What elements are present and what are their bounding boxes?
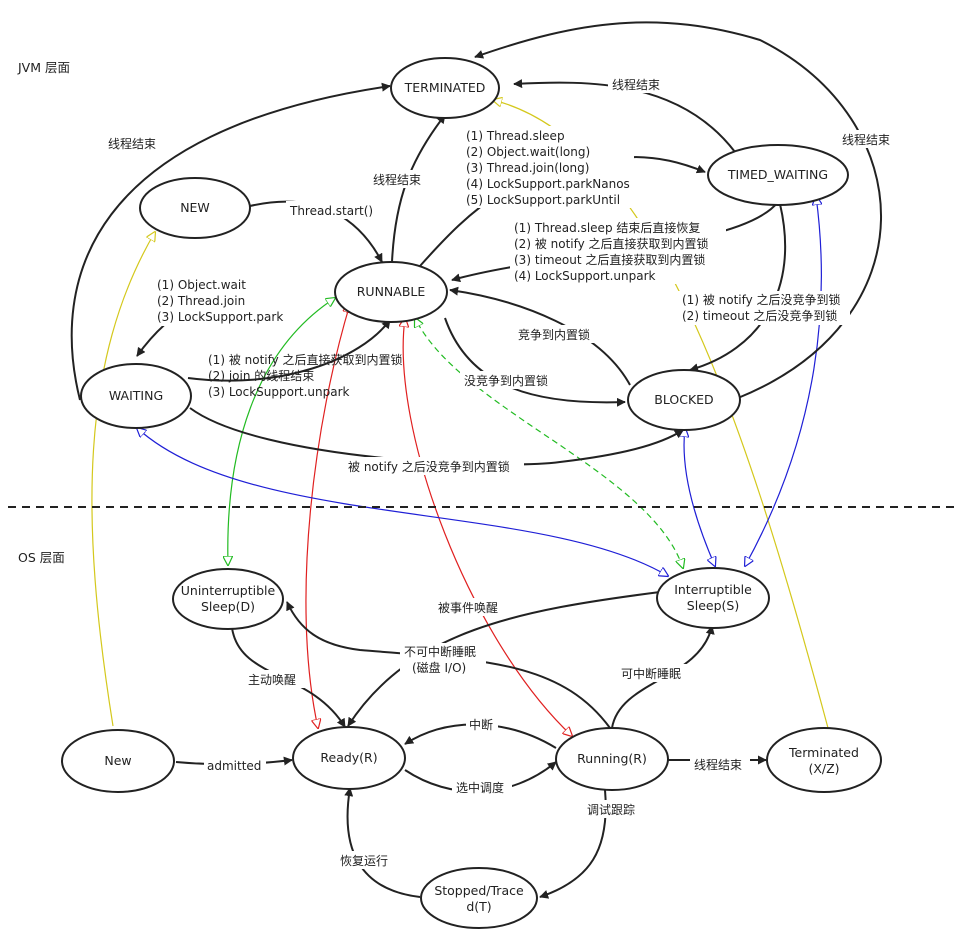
blue-edges <box>137 196 821 576</box>
label-to-timed-waiting-2: (2) Object.wait(long) <box>466 145 590 159</box>
label-waiting-runnable-1: (1) 被 notify 之后直接获取到内置锁 <box>208 352 403 367</box>
label-to-timed-waiting-3: (3) Thread.join(long) <box>466 161 589 175</box>
state-stopped: Stopped/Trace d(T) <box>420 867 538 929</box>
svg-text:WAITING: WAITING <box>109 388 163 403</box>
label-timed-runnable-2: (2) 被 notify 之后直接获取到内置锁 <box>514 236 709 251</box>
state-new: NEW <box>139 177 251 239</box>
green-edges <box>228 298 683 568</box>
label-timed-runnable-4: (4) LockSupport.unpark <box>514 269 656 283</box>
edge-waiting-runnable <box>187 319 391 382</box>
svg-text:TERMINATED: TERMINATED <box>404 80 486 95</box>
edge-timed-waiting-interruptible <box>745 196 821 566</box>
svg-text:BLOCKED: BLOCKED <box>654 392 713 407</box>
os-edges <box>175 591 767 899</box>
state-waiting: WAITING <box>80 363 192 429</box>
svg-text:NEW: NEW <box>180 200 210 215</box>
edge-waiting-terminated <box>70 82 391 401</box>
svg-text:Stopped/Trace: Stopped/Trace <box>434 883 524 898</box>
label-to-waiting-1: (1) Object.wait <box>157 278 246 292</box>
label-woken-by-event: 被事件唤醒 <box>438 601 498 615</box>
svg-text:TIMED_WAITING: TIMED_WAITING <box>727 167 828 182</box>
label-timed-runnable-1: (1) Thread.sleep 结束后直接恢复 <box>514 220 700 235</box>
label-admitted: admitted <box>207 759 261 773</box>
label-compete-lock: 竞争到内置锁 <box>518 327 590 342</box>
label-interruptible-sleep: 可中断睡眠 <box>621 666 681 681</box>
label-waiting-runnable-2: (2) join 的线程结束 <box>208 368 314 383</box>
label-thread-start: Thread.start() <box>289 204 373 218</box>
label-waiting-runnable-3: (3) LockSupport.unpark <box>208 385 350 399</box>
svg-text:Uninterruptible: Uninterruptible <box>181 583 276 598</box>
label-blocked-terminated: 线程结束 <box>842 132 890 147</box>
edge-stopped-ready <box>344 787 421 898</box>
label-schedule: 选中调度 <box>456 780 504 795</box>
edge-interruptible-ready <box>347 591 661 727</box>
label-to-timed-waiting-1: (1) Thread.sleep <box>466 129 565 143</box>
label-to-waiting-2: (2) Thread.join <box>157 294 245 308</box>
label-timed-runnable-3: (3) timeout 之后直接获取到内置锁 <box>514 252 705 267</box>
svg-text:Running(R): Running(R) <box>577 751 647 766</box>
edge-runnable-interruptible <box>415 318 683 568</box>
state-terminated: TERMINATED <box>390 57 500 119</box>
state-timed-waiting: TIMED_WAITING <box>707 144 849 206</box>
label-timed-blocked-2: (2) timeout 之后没竞争到锁 <box>682 308 837 323</box>
label-active-wake: 主动唤醒 <box>248 673 296 687</box>
label-waiting-blocked: 被 notify 之后没竞争到内置锁 <box>348 459 510 474</box>
edge-labels: 线程结束 线程结束 线程结束 线程结束 Thread.start() (1) T… <box>104 75 898 869</box>
svg-text:Sleep(D): Sleep(D) <box>201 599 255 614</box>
edge-os-new-to-new <box>91 232 155 727</box>
label-to-timed-waiting-4: (4) LockSupport.parkNanos <box>466 177 630 191</box>
label-uninterruptible-sleep-1: 不可中断睡眠 <box>404 644 476 659</box>
state-os-terminated: Terminated (X/Z) <box>766 727 882 793</box>
state-blocked: BLOCKED <box>627 369 741 431</box>
state-running: Running(R) <box>555 727 669 791</box>
label-timed-terminated: 线程结束 <box>612 77 660 92</box>
svg-text:Ready(R): Ready(R) <box>320 750 377 765</box>
edge-waiting-interruptible <box>137 428 668 576</box>
label-timed-blocked-1: (1) 被 notify 之后没竞争到锁 <box>682 292 841 307</box>
svg-text:New: New <box>104 753 131 768</box>
svg-text:d(T): d(T) <box>466 899 491 914</box>
state-interruptible: Interruptible Sleep(S) <box>656 567 770 629</box>
svg-text:(X/Z): (X/Z) <box>808 761 839 776</box>
label-resume: 恢复运行 <box>340 854 388 868</box>
svg-text:Terminated: Terminated <box>788 745 859 760</box>
svg-text:RUNNABLE: RUNNABLE <box>357 284 426 299</box>
state-os-new: New <box>61 729 175 793</box>
svg-text:Sleep(S): Sleep(S) <box>687 598 739 613</box>
edge-blocked-runnable <box>449 286 631 386</box>
label-os-thread-end: 线程结束 <box>694 757 742 772</box>
jvm-layer-label: JVM 层面 <box>17 60 70 75</box>
state-uninterruptible: Uninterruptible Sleep(D) <box>172 568 284 630</box>
label-to-waiting-3: (3) LockSupport.park <box>157 310 283 324</box>
state-runnable: RUNNABLE <box>334 261 448 323</box>
label-uninterruptible-sleep-2: (磁盘 I/O) <box>412 660 466 675</box>
label-runnable-terminated: 线程结束 <box>373 172 421 187</box>
edge-waiting-blocked <box>189 407 684 466</box>
label-waiting-terminated: 线程结束 <box>108 136 156 151</box>
svg-text:Interruptible: Interruptible <box>674 582 752 597</box>
edge-blocked-terminated <box>474 21 882 399</box>
label-to-timed-waiting-5: (5) LockSupport.parkUntil <box>466 193 620 207</box>
edge-runnable-uninterruptible <box>228 298 335 565</box>
label-debug-trace: 调试跟踪 <box>587 802 635 817</box>
edge-blocked-interruptible <box>684 428 715 566</box>
label-interrupt: 中断 <box>469 717 493 732</box>
state-ready: Ready(R) <box>292 726 406 790</box>
label-no-compete-lock: 没竞争到内置锁 <box>464 373 548 388</box>
states: TERMINATED TIMED_WAITING NEW RUNNABLE WA… <box>61 57 882 929</box>
edge-runnable-terminated <box>391 114 446 263</box>
os-layer-label: OS 层面 <box>18 550 65 565</box>
